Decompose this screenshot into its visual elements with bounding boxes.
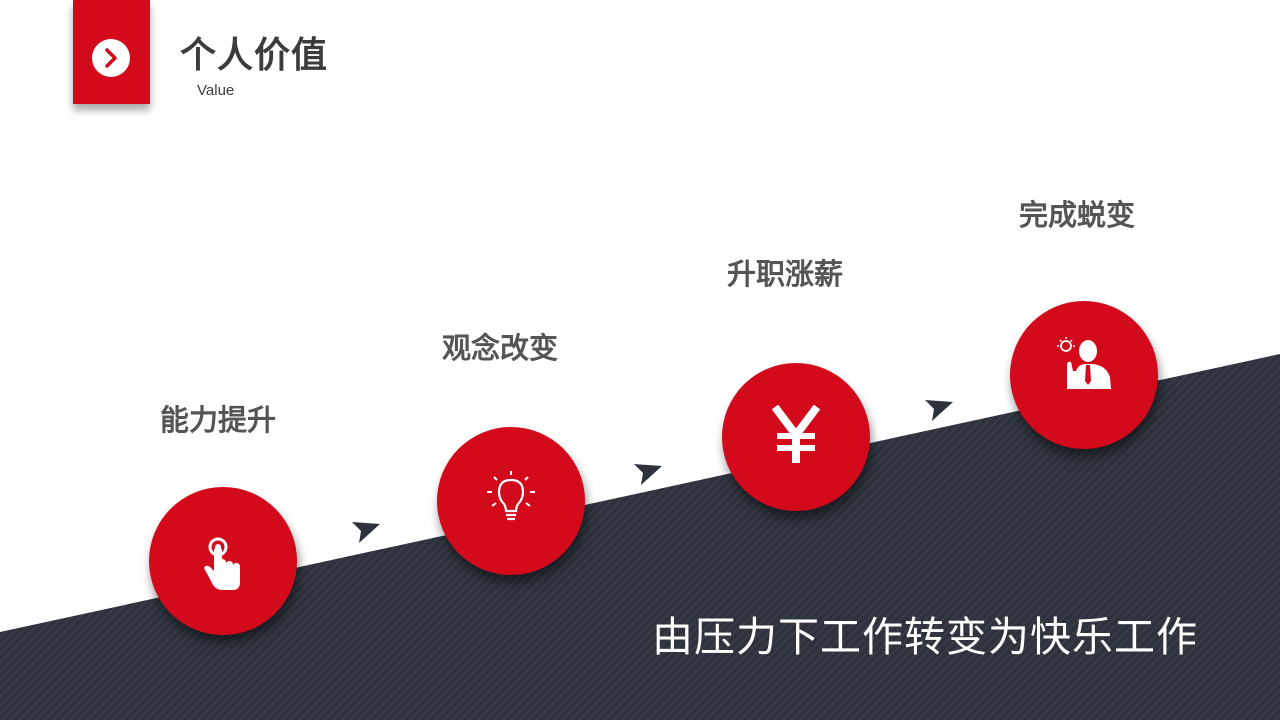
chevron-right-icon xyxy=(92,39,130,77)
arrow-step2-step3 xyxy=(634,464,662,485)
step-label-ability: 能力提升 xyxy=(160,403,277,437)
arrow-step3-step4 xyxy=(925,400,953,421)
step-circle-ability xyxy=(149,487,297,635)
arrow-step1-step2 xyxy=(352,522,380,543)
step-circle-transformation xyxy=(1010,301,1158,449)
page-title: 个人价值 xyxy=(180,35,329,76)
tap-finger-icon xyxy=(204,537,240,590)
slogan-text: 由压力下工作转变为快乐工作 xyxy=(652,613,1198,661)
page-subtitle: Value xyxy=(197,82,235,99)
step-circle-mindset xyxy=(437,427,585,575)
yen-icon xyxy=(771,404,821,463)
header-tab xyxy=(73,0,150,104)
step-label-transformation: 完成蜕变 xyxy=(1019,198,1136,232)
step-label-promotion: 升职涨薪 xyxy=(727,257,844,291)
idea-person-icon xyxy=(1057,337,1111,389)
lightbulb-icon xyxy=(487,471,535,521)
step-circle-promotion xyxy=(722,363,870,511)
step-label-mindset: 观念改变 xyxy=(442,331,559,365)
